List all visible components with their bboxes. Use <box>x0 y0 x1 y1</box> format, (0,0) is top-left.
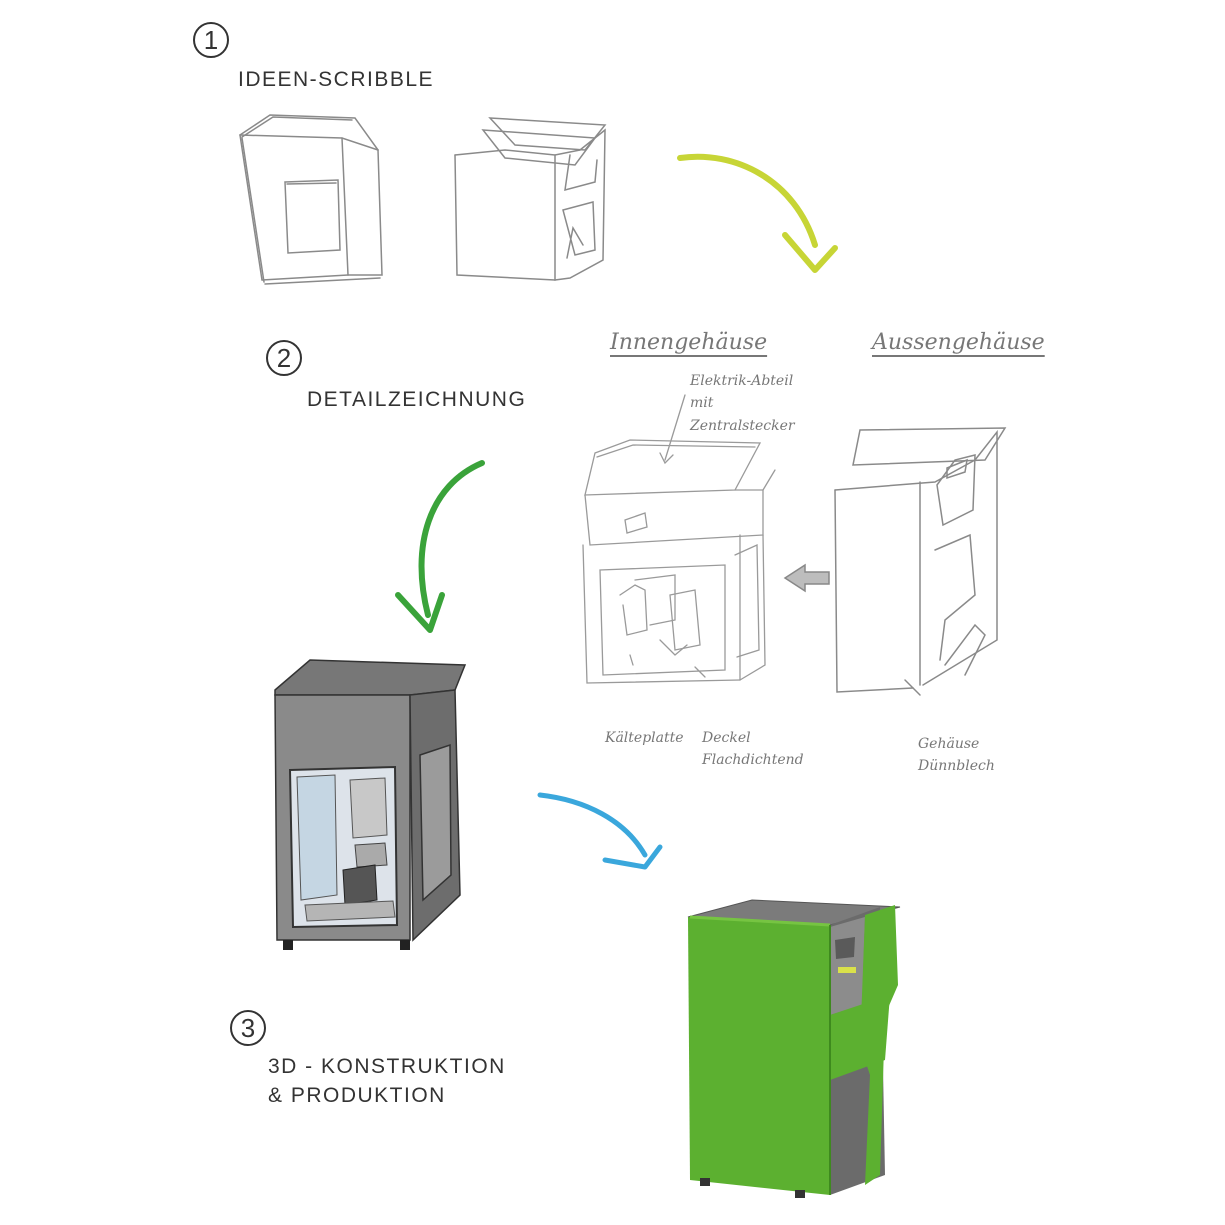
label-lid-seal: Deckel Flachdichtend <box>702 730 804 769</box>
step-3-number: 3 <box>230 1010 266 1046</box>
inner-housing-sketch <box>582 394 776 684</box>
green-curved-arrow-icon <box>395 460 485 633</box>
outer-housing-sketch <box>834 427 1007 696</box>
blue-curved-arrow-icon <box>537 792 663 870</box>
label-housing-sheet: Gehäuse Dünnblech <box>918 736 995 775</box>
label-electric-compartment: Elektrik-Abteil mit Zentralstecker <box>690 373 795 434</box>
step-2-number: 2 <box>266 340 302 376</box>
scribble-housing-sketch <box>454 117 607 281</box>
final-product-render <box>687 899 901 1198</box>
label-outer-housing: Aussengehäuse <box>872 330 1045 355</box>
step-1-title: IDEEN-SCRIBBLE <box>238 68 435 91</box>
yellow-curved-arrow-icon <box>677 153 838 273</box>
grey-block-arrow-icon <box>783 563 830 593</box>
label-inner-housing: Innengehäuse <box>610 330 768 355</box>
step-1-number: 1 <box>193 22 229 58</box>
label-cold-plate: Kälteplatte <box>605 730 684 746</box>
step-3-title: 3D - KONSTRUKTION & PRODUKTION <box>268 1055 506 1108</box>
step-2-title: DETAILZEICHNUNG <box>307 388 527 411</box>
scribble-cube-sketch <box>239 114 383 285</box>
3d-construction-model <box>274 659 467 950</box>
